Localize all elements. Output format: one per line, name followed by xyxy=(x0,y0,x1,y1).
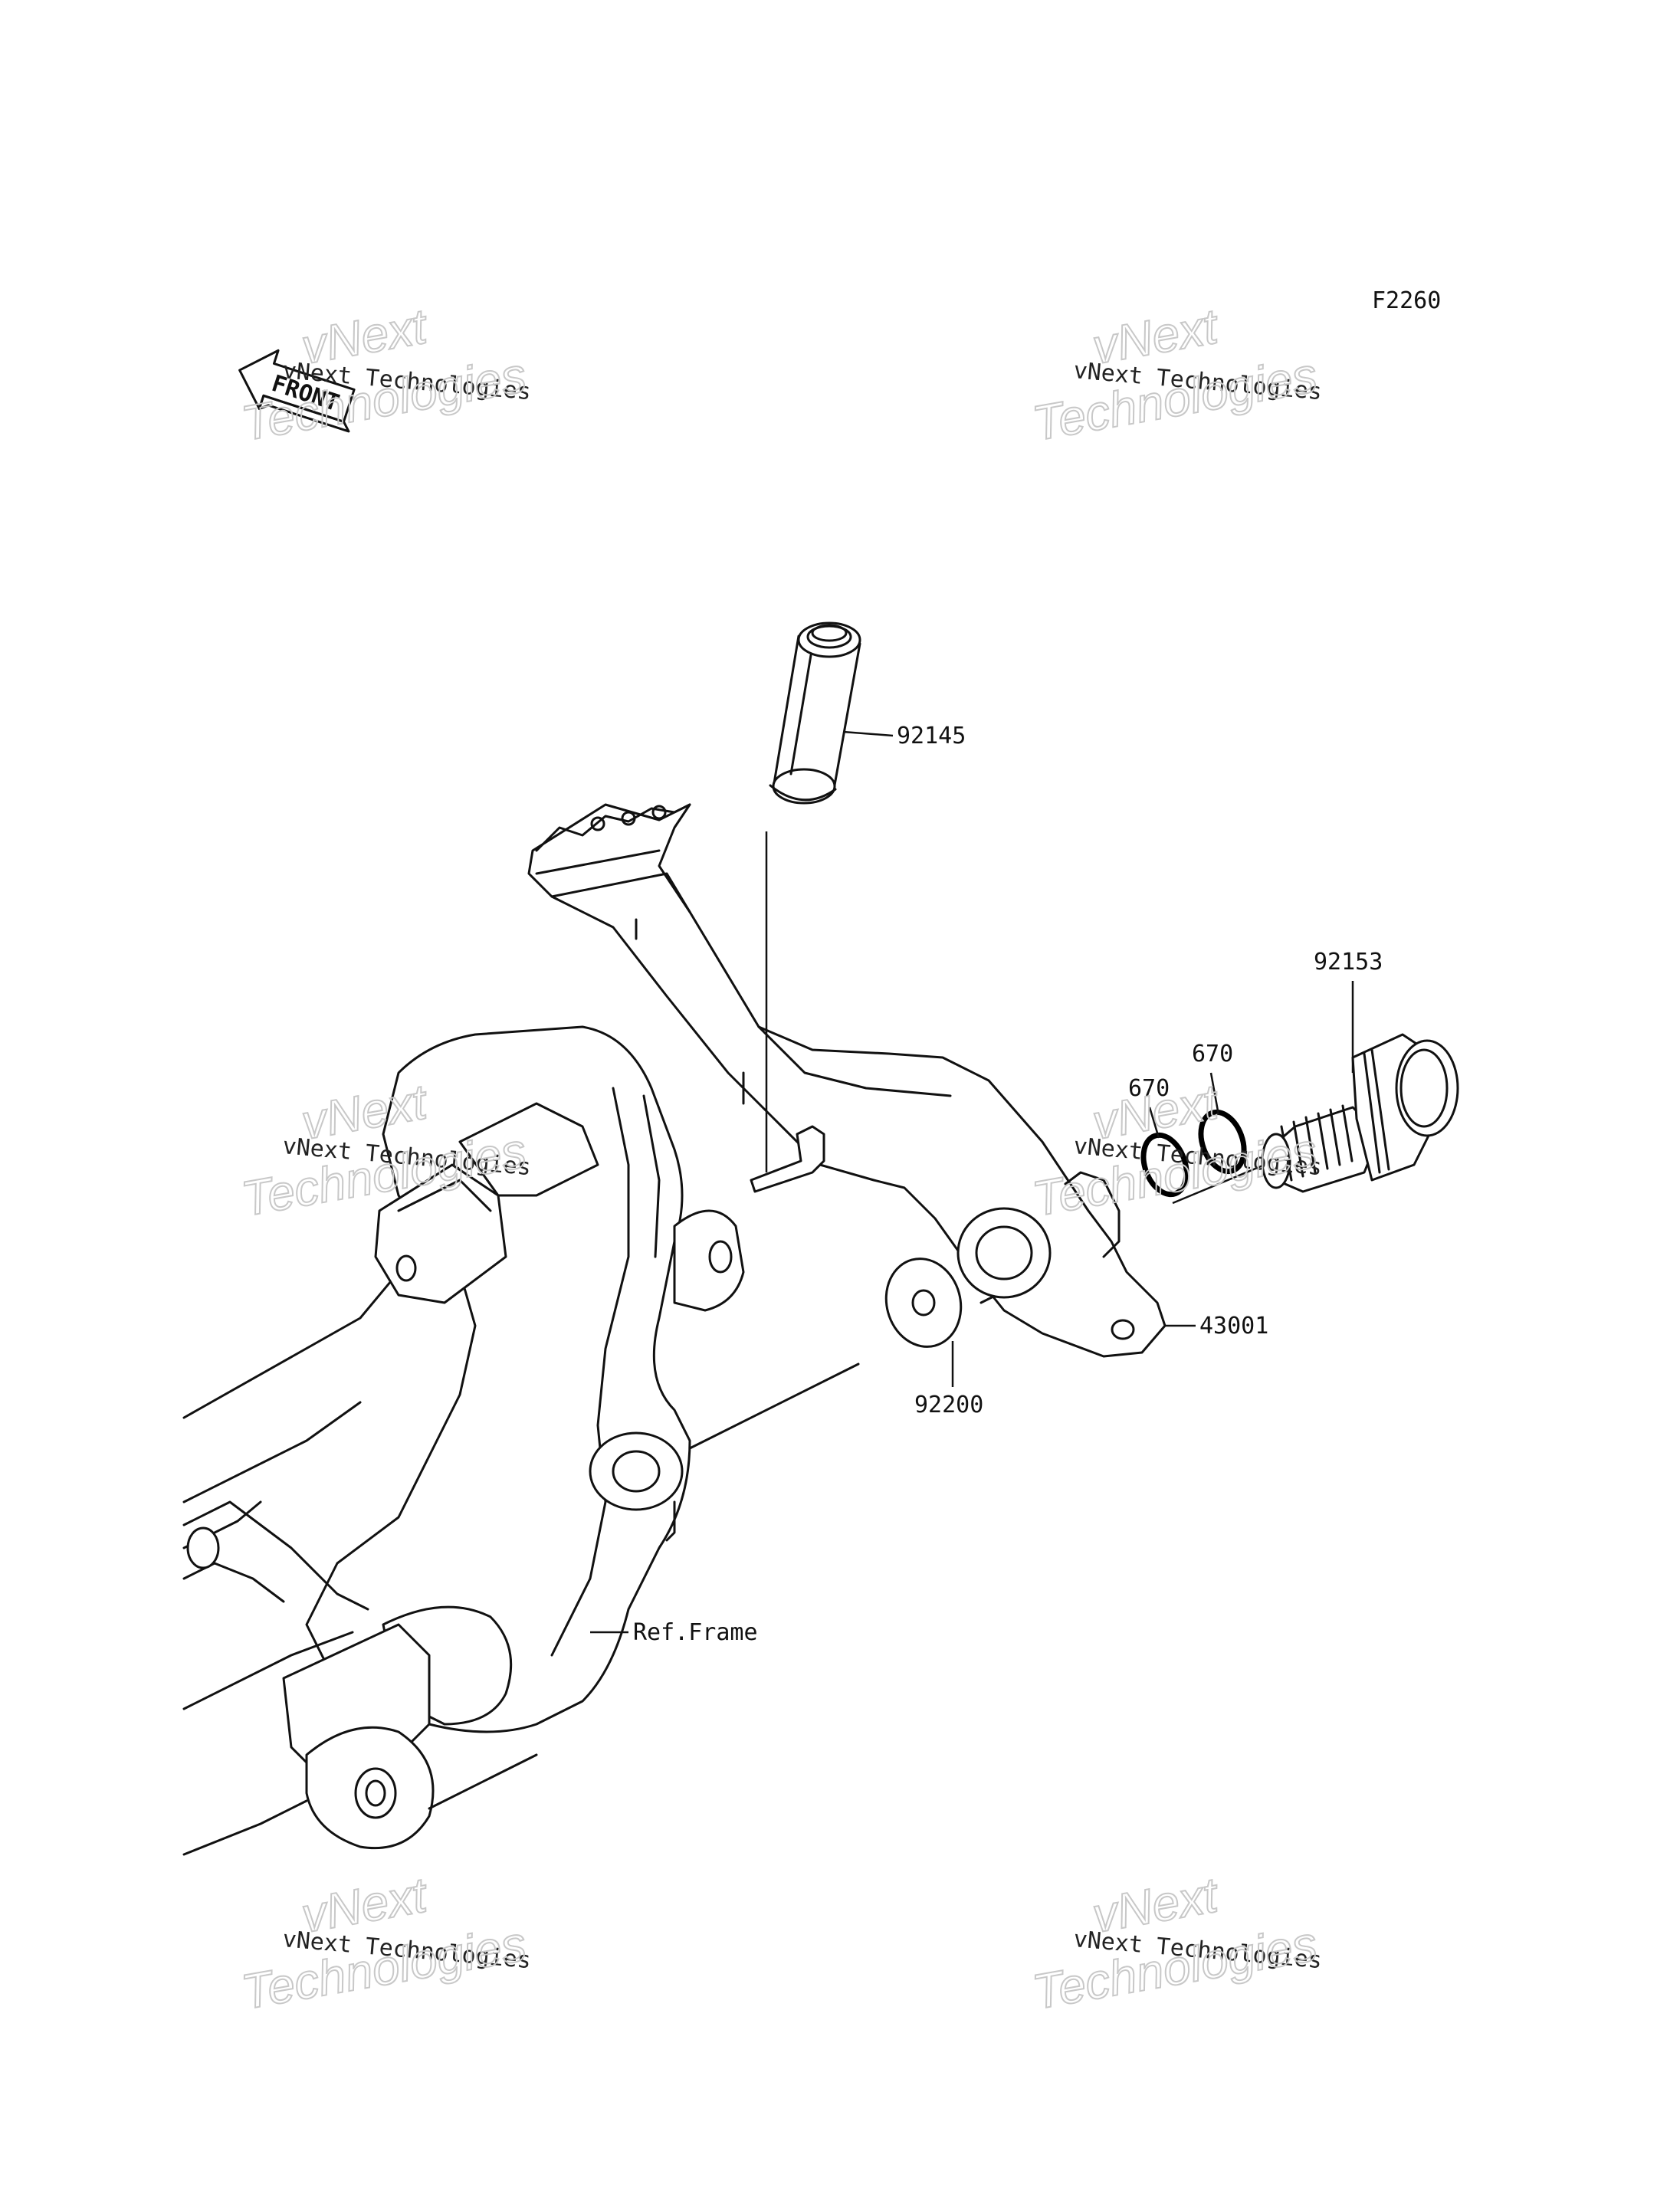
leader-670-a xyxy=(1148,1107,1160,1139)
brake-pedal-43001 xyxy=(527,803,1166,1358)
o-ring-670-b xyxy=(1198,1109,1247,1175)
svg-text:Technologies: Technologies xyxy=(1029,1916,1321,2020)
label-ref-frame: Ref.Frame xyxy=(633,1619,758,1646)
watermark-top-left: vNext Technologies vNext Technologies xyxy=(237,297,532,452)
leader-670-b xyxy=(1209,1072,1220,1116)
label-92200: 92200 xyxy=(914,1392,983,1418)
frame-drawing xyxy=(182,1025,1006,1856)
label-92153: 92153 xyxy=(1314,949,1383,976)
svg-text:Technologies: Technologies xyxy=(238,347,530,451)
watermark-top-right: vNext Technologies vNext Technologies xyxy=(1028,297,1323,452)
leader-92145 xyxy=(842,730,894,737)
washer-92200 xyxy=(884,1258,963,1348)
label-670-a: 670 xyxy=(1128,1075,1170,1102)
watermark-mid-right: vNext Technologies vNext Technologies xyxy=(1028,1073,1323,1228)
label-92145: 92145 xyxy=(897,723,966,749)
spring-92145 xyxy=(769,621,861,805)
svg-text:vNext: vNext xyxy=(1088,1867,1223,1943)
watermark-bottom-right: vNext Technologies vNext Technologies xyxy=(1028,1866,1323,2021)
svg-text:vNext: vNext xyxy=(297,1867,432,1943)
label-43001: 43001 xyxy=(1199,1313,1268,1340)
axis-line xyxy=(1172,1163,1265,1205)
watermark-bottom-left: vNext Technologies vNext Technologies xyxy=(237,1866,532,2021)
svg-text:Technologies: Technologies xyxy=(1029,347,1321,451)
svg-text:Technologies: Technologies xyxy=(238,1916,530,2020)
diagram-code: F2260 xyxy=(1372,287,1441,314)
svg-text:vNext: vNext xyxy=(297,298,432,375)
pivot-bolt-92153 xyxy=(1261,1033,1459,1193)
label-670-b: 670 xyxy=(1192,1041,1233,1067)
svg-text:Technologies: Technologies xyxy=(1029,1123,1321,1227)
svg-text:vNext: vNext xyxy=(1088,298,1223,375)
o-ring-670-a xyxy=(1140,1132,1189,1198)
